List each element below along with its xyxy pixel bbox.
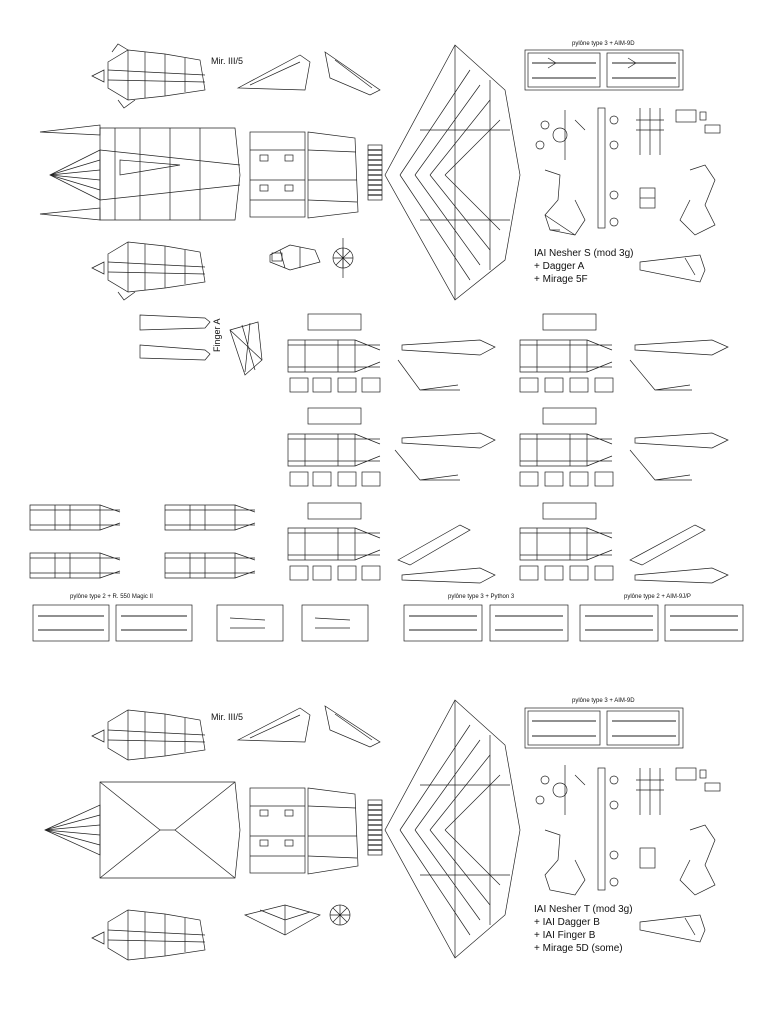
pylon-label-right: pylône type 2 + AIM-9J/P	[624, 594, 691, 600]
tank-row	[287, 407, 729, 487]
delta-wing-top	[384, 44, 521, 301]
nose-cone-part	[91, 729, 105, 743]
nose-cone-part	[91, 931, 105, 945]
ribbed-strip	[367, 799, 383, 856]
pylon-label-mid: pylône type 3 + Python 3	[448, 594, 515, 600]
fuselage-panel	[307, 787, 359, 875]
fuselage-side-lower	[107, 909, 206, 961]
nose-cone-part	[91, 69, 105, 83]
landing-gear-parts	[535, 107, 721, 229]
cone-part	[639, 254, 706, 283]
delta-wing-bottom	[384, 699, 521, 959]
drop-tank-grids	[29, 313, 729, 584]
canopy-part	[243, 904, 321, 936]
pylon-header-bottom: pylône type 3 + AIM-9D	[572, 698, 635, 704]
strip-part	[39, 124, 101, 136]
canopy-part	[269, 244, 321, 271]
fuselage-panel	[307, 131, 359, 219]
bottom-template	[44, 699, 721, 961]
pylon-frames-left	[29, 504, 256, 579]
fin-part	[324, 705, 381, 748]
pylon-box-top	[524, 49, 684, 91]
mirage-label-top: Mir. III/5	[211, 56, 244, 66]
aircraft-title-top: IAI Nesher S (mod 3g) + Dagger A + Mirag…	[534, 247, 633, 286]
missile-slot	[606, 710, 680, 746]
fin-part	[324, 51, 381, 96]
fuselage-side-upper	[107, 43, 206, 109]
aircraft-line: + Mirage 5D (some)	[534, 943, 623, 954]
nose-fan-part	[44, 804, 101, 856]
fuselage-plan-bottom	[99, 781, 241, 879]
fuselage-side-lower	[107, 241, 206, 301]
missile-slot	[527, 710, 601, 746]
nose-cone-part	[91, 261, 105, 275]
aircraft-line: + Dagger A	[534, 261, 585, 272]
aircraft-line: IAI Nesher T (mod 3g)	[534, 904, 633, 915]
fuselage-plan-top	[99, 127, 241, 221]
fuselage-panel	[249, 131, 306, 218]
tank-row	[287, 502, 729, 584]
pylon-box-bottom	[524, 707, 684, 749]
aircraft-line: + IAI Dagger B	[534, 917, 600, 928]
canard-part	[236, 707, 311, 743]
missile-strip	[32, 604, 744, 642]
intake-cone-gear	[332, 238, 354, 278]
aircraft-line: IAI Nesher S (mod 3g)	[534, 248, 634, 259]
intake-rings	[544, 824, 716, 896]
fuselage-side-upper	[107, 709, 206, 761]
strip-part	[39, 207, 101, 221]
ribbed-strip	[367, 144, 383, 201]
finger-label: Finger A	[212, 318, 222, 352]
fuselage-panel	[249, 787, 306, 874]
intake-cone-gear	[329, 904, 351, 926]
top-template	[39, 43, 721, 376]
pylon-header-top: pylône type 3 + AIM-9D	[572, 41, 635, 47]
missile-slot	[606, 52, 680, 88]
canard-part	[236, 54, 311, 91]
tank-row	[287, 313, 729, 393]
aircraft-line: + IAI Finger B	[534, 930, 596, 941]
nose-fan-part	[49, 149, 101, 201]
finger-canopy	[139, 314, 263, 376]
aircraft-title-bottom: IAI Nesher T (mod 3g) + IAI Dagger B + I…	[534, 903, 633, 955]
cone-part	[639, 914, 706, 943]
intake-rings	[544, 164, 716, 236]
mirage-label-bottom: Mir. III/5	[211, 712, 244, 722]
missile-slot	[527, 52, 601, 88]
landing-gear-parts	[535, 765, 721, 891]
pylon-label-left: pylône type 2 + R. 550 Magic II	[70, 594, 153, 600]
aircraft-line: + Mirage 5F	[534, 274, 588, 285]
